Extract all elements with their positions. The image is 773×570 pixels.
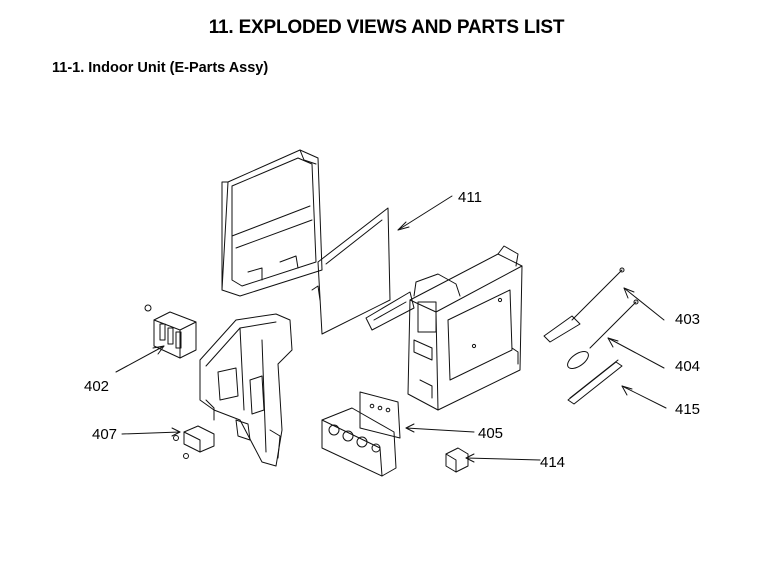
- sensor-403-part: [543, 267, 625, 343]
- mounting-bracket: [199, 313, 293, 467]
- callout-label-403: 403: [675, 311, 701, 328]
- callout-label-402: 402: [84, 378, 110, 395]
- electrical-box: [407, 245, 523, 411]
- callout-label-407: 407: [92, 426, 118, 443]
- top-cover-part: [221, 149, 323, 297]
- control-board-plate: [311, 207, 415, 335]
- page-title: 11. EXPLODED VIEWS AND PARTS LIST: [208, 17, 565, 38]
- pcb-part: [321, 391, 401, 477]
- callout-label-414: 414: [540, 454, 566, 471]
- callout-label-411: 411: [458, 189, 482, 206]
- connector-part: [445, 447, 469, 473]
- lead-wire-part: [567, 359, 623, 405]
- sensor-404-part: [567, 299, 639, 369]
- callout-label-415: 415: [675, 401, 701, 418]
- callout-label-404: 404: [675, 358, 701, 375]
- terminal-block-part: [144, 304, 197, 359]
- leader-arrows: [115, 195, 667, 463]
- callout-label-405: 405: [478, 425, 504, 442]
- small-bracket-part: [173, 425, 215, 459]
- section-subtitle: 11-1. Indoor Unit (E-Parts Assy): [52, 60, 269, 76]
